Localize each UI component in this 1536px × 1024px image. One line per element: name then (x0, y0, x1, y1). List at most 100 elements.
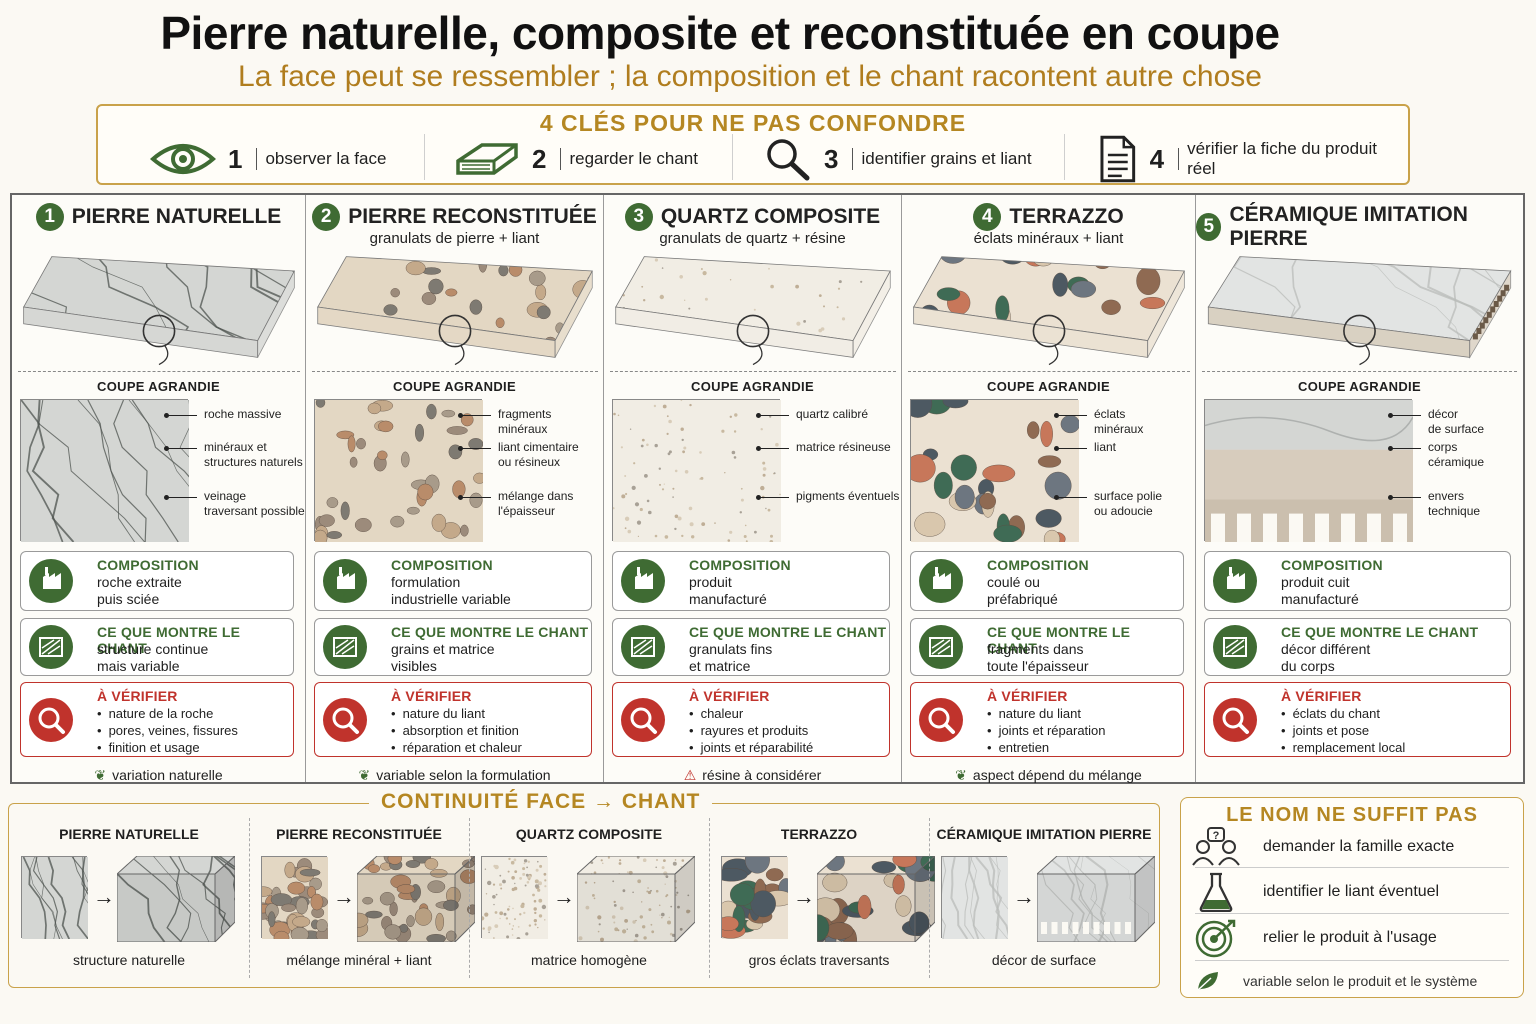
slab-edge-icon (456, 143, 518, 175)
edge-block (575, 854, 697, 944)
annotation-label: minéraux et structures naturels (204, 440, 303, 469)
continuity-item-title: QUARTZ COMPOSITE (515, 826, 663, 842)
column-footer: ❦aspect dépend du mélange (902, 767, 1195, 784)
continuity-caption: gros éclats traversants (748, 952, 890, 968)
box-title: COMPOSITION (987, 557, 1089, 573)
box-text: décor différent du corps (1281, 641, 1371, 674)
key-number: 3 (824, 143, 839, 174)
dashed-divider (610, 371, 896, 372)
verify-item: nature de la roche (97, 705, 238, 722)
annotation-line (1057, 415, 1087, 416)
edge-block (115, 854, 237, 944)
people-question-icon: ? (1192, 827, 1240, 866)
verify-item: entretien (987, 739, 1106, 756)
box-title: CE QUE MONTRE LE CHANT (1281, 624, 1479, 640)
column-title: QUARTZ COMPOSITE (660, 205, 881, 228)
annotation-dot (756, 446, 761, 451)
annotation-line (461, 415, 491, 416)
search-icon (919, 697, 963, 742)
search-icon (621, 697, 665, 742)
column-footer: ❦variable selon la formulation (306, 767, 603, 784)
annotation-dot (1054, 413, 1059, 418)
box-text: granulats fins et matrice (689, 641, 773, 674)
box-text: fragments dans toute l'épaisseur (987, 641, 1089, 674)
key-number: 4 (1149, 143, 1165, 174)
continuity-item-5: CÉRAMIQUE IMITATION PIERRE→décor de surf… (929, 804, 1159, 989)
verify-box: À VÉRIFIERchaleurrayures et produitsjoin… (612, 682, 890, 757)
continuity-item-title: TERRAZZO (780, 826, 858, 842)
column-number-badge: 3 (624, 203, 653, 231)
page-title: Pierre naturelle, composite et reconstit… (160, 7, 1280, 59)
column-number-badge: 2 (312, 203, 341, 231)
annotation-label: envers technique (1428, 489, 1481, 518)
verify-list: nature du liantabsorption et finitionrép… (391, 705, 522, 756)
column-footer-text: aspect dépend du mélange (972, 767, 1142, 783)
arrow-icon: → (553, 884, 575, 909)
annotation-dot (164, 495, 169, 500)
dashed-divider (312, 371, 598, 372)
verify-item: nature du liant (391, 705, 522, 722)
annotation-line (1391, 497, 1421, 498)
annotation-dot (1388, 413, 1393, 418)
key-divider (1064, 134, 1065, 180)
annotation-label: roche massive (204, 407, 282, 421)
face-swatch (251, 856, 335, 945)
verify-item: joints et réparation (987, 722, 1106, 739)
arrow-icon: → (1013, 884, 1035, 909)
box-text: grains et matrice visibles (391, 641, 495, 674)
dashed-divider (908, 371, 1190, 372)
verify-item: réparation et chaleur (391, 739, 522, 756)
verify-box: À VÉRIFIERnature du liantjoints et répar… (910, 682, 1184, 757)
face-swatch (937, 856, 1018, 940)
column-title: PIERRE RECONSTITUÉE (348, 205, 597, 228)
name-item-2: identifier le liant éventuel (1191, 870, 1509, 914)
column-header: 2 PIERRE RECONSTITUÉE (306, 203, 603, 231)
search-icon (1213, 697, 1257, 742)
page-subtitle: La face peut se ressembler ; la composit… (238, 60, 1262, 93)
slab-illustration (610, 247, 896, 367)
verify-item: nature du liant (987, 705, 1106, 722)
face-swatch (714, 846, 794, 939)
edge-block (815, 854, 937, 944)
box-text: coulé ou préfabriqué (987, 574, 1058, 607)
arrow-icon: → (333, 884, 355, 909)
continuity-item-1: PIERRE NATURELLE→structure naturelle (9, 804, 249, 989)
annotation-line (461, 448, 491, 449)
dashed-divider (1202, 371, 1517, 372)
annotation-label: liant cimentaire ou résineux (498, 440, 579, 469)
leaf-icon: ❦ (94, 767, 107, 783)
divider (1195, 913, 1509, 914)
slab-illustration (908, 247, 1190, 367)
box-title: COMPOSITION (97, 557, 199, 573)
name-item-1: ? demander la famille exacte (1191, 825, 1509, 869)
column-footer: ❦ variation naturelle (12, 767, 305, 784)
verify-item: finition et usage (97, 739, 238, 756)
coupe-label: COUPE AGRANDIE (691, 379, 814, 394)
annotation-line (759, 415, 789, 416)
column-footer-text: variation naturelle (112, 767, 223, 783)
annotation-dot (458, 413, 463, 418)
hatched-edge-icon (323, 625, 367, 669)
annotation-label: pigments éventuels (796, 489, 900, 503)
edge-block (355, 854, 477, 944)
annotation-line (1057, 497, 1087, 498)
annotation-label: quartz calibré (796, 407, 869, 421)
key-number: 1 (228, 143, 243, 174)
name-item-label: demander la famille exacte (1263, 838, 1455, 855)
hatched-edge-icon (1213, 625, 1257, 669)
annotation-line (167, 415, 197, 416)
box-title: COMPOSITION (1281, 557, 1383, 573)
key-item-3: 3 identifier grains et liant (764, 136, 1032, 182)
verify-item: chaleur (689, 705, 813, 722)
column-footer-text: résine à considérer (702, 767, 822, 783)
factory-icon (29, 559, 73, 603)
continuity-item-title: PIERRE NATURELLE (59, 826, 199, 842)
